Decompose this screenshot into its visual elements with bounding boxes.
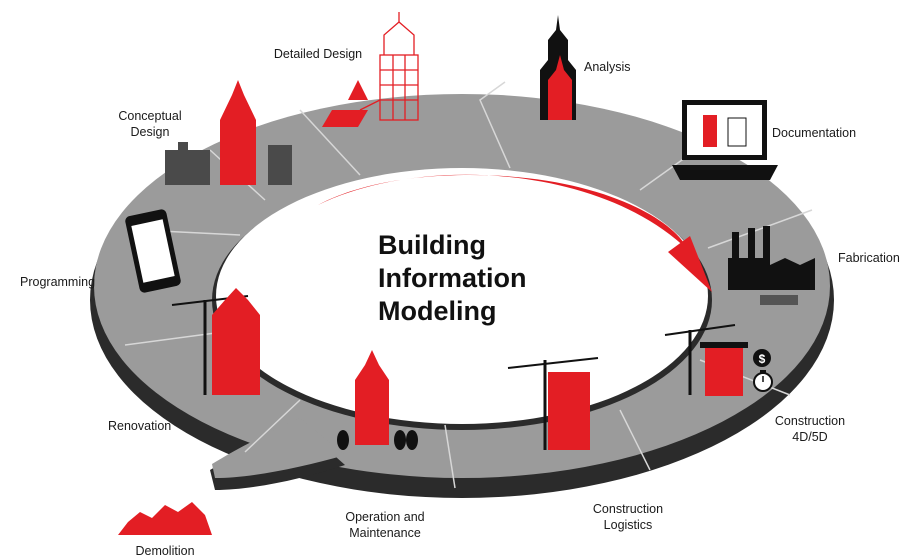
- stage-label-construction-4d5d-1: Construction: [775, 414, 845, 428]
- title-line-2: Information: [378, 263, 527, 293]
- stage-label-operation-maintenance-1: Operation and: [345, 510, 424, 524]
- stage-label-detailed-design: Detailed Design: [274, 47, 362, 61]
- stopwatch-icon: [753, 370, 773, 392]
- programming-icon: [125, 209, 181, 293]
- stage-label-conceptual-design-2: Design: [131, 125, 170, 139]
- renovation-icon: [171, 288, 260, 395]
- conceptual-design-icon: [165, 80, 292, 185]
- stage-label-renovation: Renovation: [108, 419, 171, 433]
- fabrication-icon: [728, 226, 815, 305]
- operation-maintenance-icon: [337, 350, 418, 450]
- cost-icon: $: [753, 349, 771, 367]
- stage-label-construction-logistics-1: Construction: [593, 502, 663, 516]
- stage-label-construction-4d5d-2: 4D/5D: [792, 430, 827, 444]
- lifecycle-ring: [90, 81, 834, 498]
- stage-label-fabrication: Fabrication: [838, 251, 900, 265]
- construction-logistics-icon: [507, 357, 599, 450]
- title-line-3: Modeling: [378, 296, 496, 326]
- demolition-icon: [118, 502, 212, 535]
- stage-label-documentation: Documentation: [772, 126, 856, 140]
- stage-label-operation-maintenance-2: Maintenance: [349, 526, 421, 540]
- stage-label-construction-logistics-2: Logistics: [604, 518, 653, 532]
- stage-label-analysis: Analysis: [584, 60, 631, 74]
- cost-symbol: $: [759, 352, 766, 366]
- stage-label-demolition: Demolition: [135, 544, 194, 558]
- documentation-icon: [672, 100, 778, 180]
- analysis-icon: [540, 15, 576, 120]
- stage-label-programming: Programming: [20, 275, 95, 289]
- cycle-arrow: [318, 174, 712, 292]
- stage-label-conceptual-design-1: Conceptual: [118, 109, 181, 123]
- diagram-title: Building Information Modeling: [378, 230, 527, 326]
- title-line-1: Building: [378, 230, 486, 260]
- detailed-design-icon: [322, 12, 419, 127]
- construction-4d5d-icon: [664, 324, 748, 396]
